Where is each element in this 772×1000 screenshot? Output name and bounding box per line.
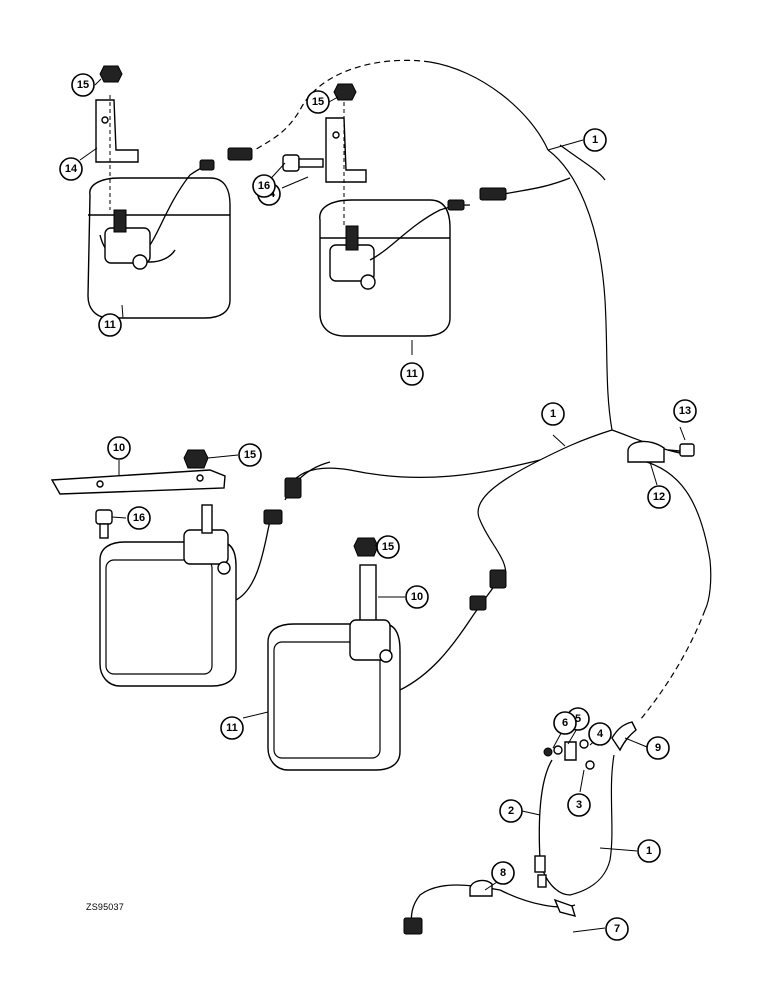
svg-text:8: 8 xyxy=(500,867,506,879)
bracket-right xyxy=(282,83,367,225)
svg-text:16: 16 xyxy=(258,180,270,192)
callout-14-left: 14 xyxy=(59,157,83,181)
svg-text:10: 10 xyxy=(113,442,125,454)
callout-10-right: 10 xyxy=(405,585,429,609)
callout-16-left: 16 xyxy=(127,506,151,530)
svg-text:6: 6 xyxy=(562,717,568,729)
callout-1-lower: 1 xyxy=(637,839,661,863)
callout-6: 6 xyxy=(553,711,577,735)
work-light-front-left xyxy=(99,461,331,687)
callout-11-rear-right: 11 xyxy=(400,362,424,386)
svg-text:1: 1 xyxy=(646,845,652,857)
callout-7: 7 xyxy=(605,917,629,941)
svg-text:15: 15 xyxy=(244,449,256,461)
svg-text:7: 7 xyxy=(614,923,620,935)
callout-15-front-right: 15 xyxy=(376,535,400,559)
svg-text:11: 11 xyxy=(406,368,418,380)
bracket-left xyxy=(95,65,139,210)
svg-text:16: 16 xyxy=(133,512,145,524)
leader-lines xyxy=(79,78,686,933)
svg-text:2: 2 xyxy=(508,805,514,817)
callout-2: 2 xyxy=(499,799,523,823)
callout-11-front: 11 xyxy=(220,716,244,740)
callout-9: 9 xyxy=(646,736,670,760)
callout-8: 8 xyxy=(491,861,515,885)
svg-text:9: 9 xyxy=(655,742,661,754)
svg-text:4: 4 xyxy=(597,728,604,740)
svg-text:11: 11 xyxy=(226,722,238,734)
svg-text:15: 15 xyxy=(382,541,394,553)
lower-hardware xyxy=(403,721,637,935)
callout-1-middle: 1 xyxy=(541,402,565,426)
svg-text:1: 1 xyxy=(592,134,598,146)
svg-text:5: 5 xyxy=(575,713,581,725)
svg-text:12: 12 xyxy=(653,491,665,503)
callout-12: 12 xyxy=(647,485,671,509)
callout-10-left: 10 xyxy=(107,436,131,460)
callout-16-right: 16 xyxy=(252,174,276,198)
svg-text:10: 10 xyxy=(411,591,423,603)
work-light-front-right xyxy=(267,537,507,771)
work-light-rear-right xyxy=(319,187,507,337)
connector-rear-left xyxy=(227,147,253,161)
callout-15-top-right: 15 xyxy=(306,90,330,114)
svg-text:15: 15 xyxy=(77,79,89,91)
callout-15-top-left: 15 xyxy=(71,73,95,97)
bracket-flat-bar xyxy=(50,449,226,539)
svg-text:1: 1 xyxy=(550,408,556,420)
callout-13: 13 xyxy=(673,399,697,423)
callout-1-upper: 1 xyxy=(583,128,607,152)
callout-15-middle: 15 xyxy=(238,443,262,467)
svg-text:3: 3 xyxy=(576,799,582,811)
work-light-rear-left xyxy=(87,159,231,319)
callout-4: 4 xyxy=(588,722,612,746)
figure-reference-code: ZS95037 xyxy=(86,902,124,912)
callout-3: 3 xyxy=(567,793,591,817)
harness-clip xyxy=(627,440,695,463)
svg-text:14: 14 xyxy=(65,163,78,175)
callout-11-rear-left: 11 xyxy=(98,313,122,337)
svg-text:11: 11 xyxy=(104,319,116,331)
svg-text:15: 15 xyxy=(312,96,324,108)
svg-text:13: 13 xyxy=(679,405,691,417)
